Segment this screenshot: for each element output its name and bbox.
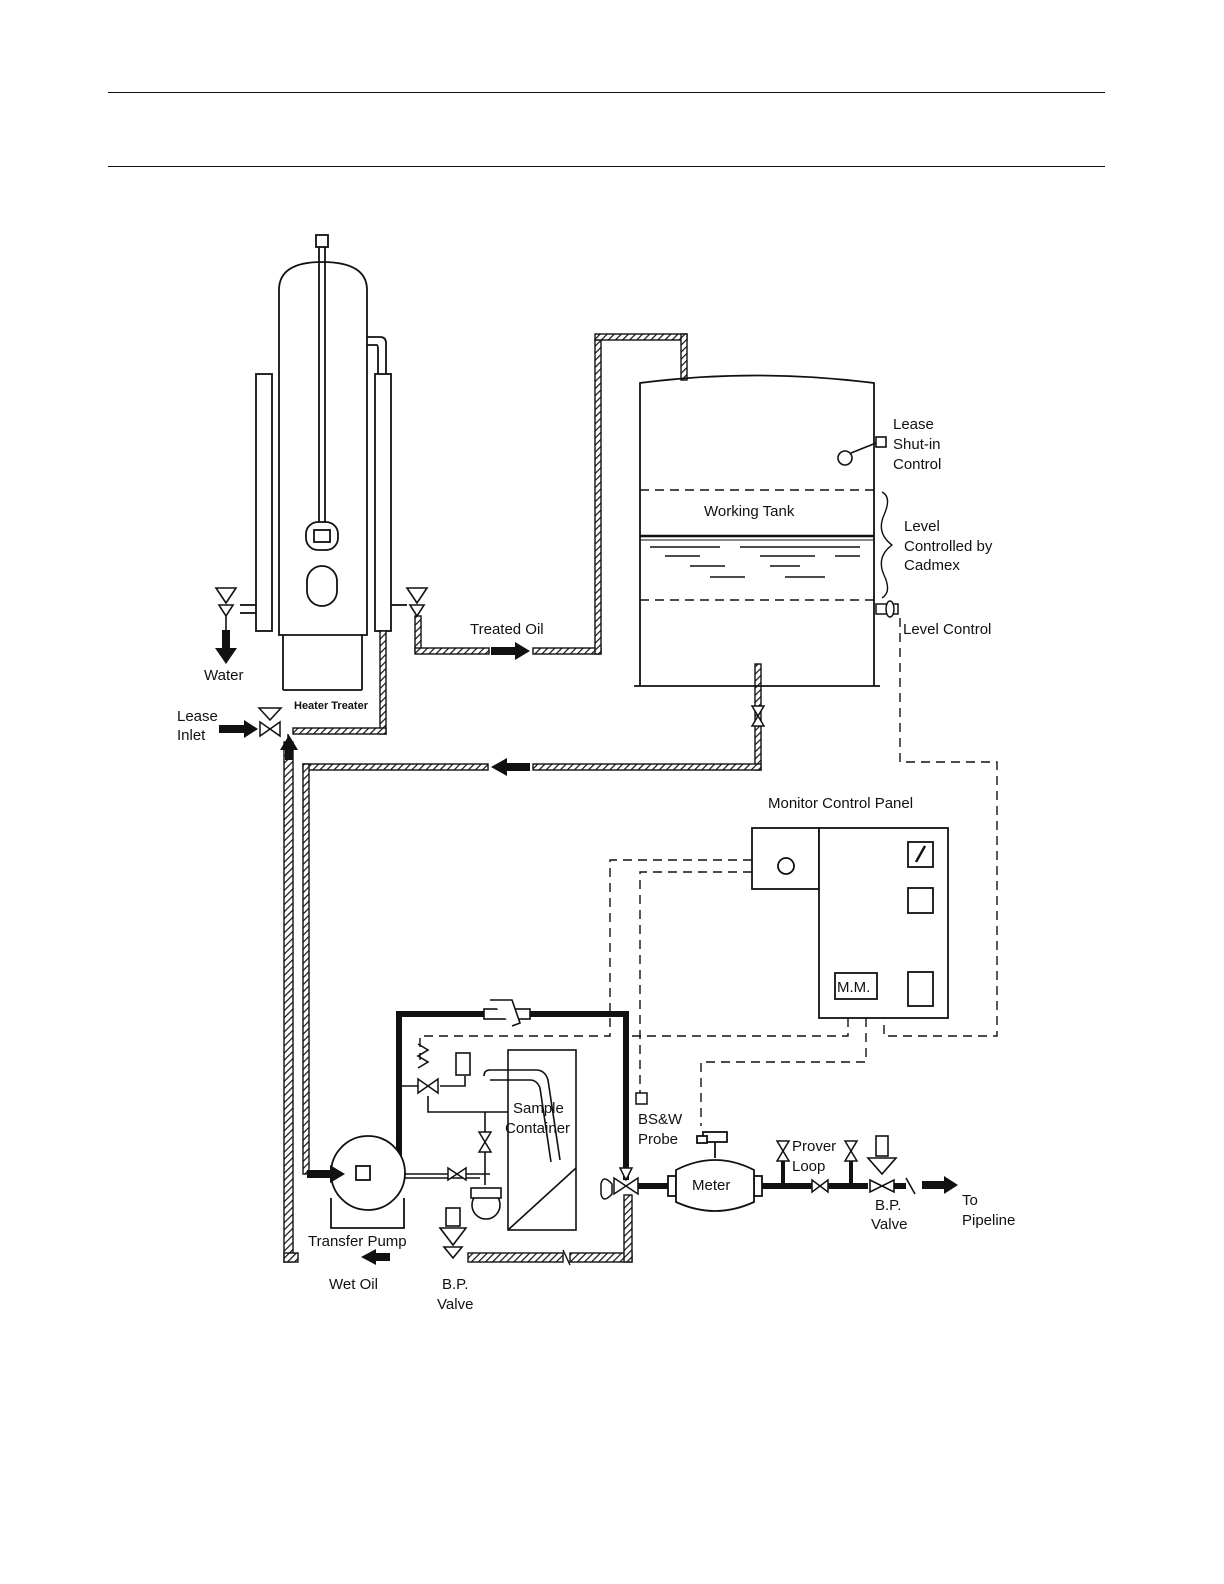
bsw-probe [636,1093,647,1104]
bp-valve-bottom [440,1208,466,1258]
label-lease-inlet-2: Inlet [177,727,206,744]
label-sample-2: Container [505,1120,570,1137]
meter [668,1132,762,1211]
treated-oil-outlet-valve [407,588,427,616]
label-mm: M.M. [837,979,870,996]
check-valve-top [484,1000,530,1026]
label-treated-oil: Treated Oil [470,621,544,638]
bp-valve-right [868,1136,915,1194]
line-break-mark [563,1250,570,1265]
working-tank [634,376,880,687]
label-level-control: Level Control [903,621,991,638]
label-level-1: Level [904,518,940,535]
sample-container [508,1050,576,1230]
label-to-pipeline-1: To [962,1192,978,1209]
lease-inlet-arrow [219,720,258,738]
label-heater-treater: Heater Treater [294,700,369,712]
water-outlet-arrow [215,630,237,664]
label-transfer-pump: Transfer Pump [308,1233,407,1250]
label-water: Water [204,667,243,684]
water-drain-valve [216,588,236,630]
label-to-pipeline-2: Pipeline [962,1212,1015,1229]
label-lease-shut-in-3: Control [893,456,941,473]
treated-oil-flow-arrow [491,642,530,660]
level-control-float [876,601,898,617]
label-prover-1: Prover [792,1138,836,1155]
lease-shut-in-control-switch [838,437,886,465]
label-lease-shut-in-2: Shut-in [893,436,941,453]
level-brace [881,492,892,598]
heater-treater [240,235,407,690]
label-lease-inlet-1: Lease [177,708,218,725]
sampler-control-valve [418,1079,438,1093]
inlet-riser-line [293,631,386,734]
label-bp-valve-bottom-2: Valve [437,1296,473,1313]
label-bsw-1: BS&W [638,1111,683,1128]
label-bp-valve-right-2: Valve [871,1216,907,1233]
label-working-tank: Working Tank [704,503,795,520]
wet-oil-flow-arrow [361,1249,390,1265]
sample-pump [471,1188,501,1219]
label-wet-oil: Wet Oil [329,1276,378,1293]
tank-drain-valve [752,706,764,726]
wet-oil-riser-arrow [280,735,298,760]
label-level-2: Controlled by [904,538,993,555]
label-level-3: Cadmex [904,557,960,574]
label-bp-valve-bottom-1: B.P. [442,1276,468,1293]
label-meter: Meter [692,1177,730,1194]
transfer-pump [331,1136,405,1228]
to-pipeline-arrow [922,1176,958,1194]
lease-inlet-valve [259,708,288,744]
label-sample-1: Sample [513,1100,564,1117]
label-monitor-control-panel: Monitor Control Panel [768,795,913,812]
tank-drain-flow-arrow [491,758,530,776]
label-bsw-2: Probe [638,1131,678,1148]
label-prover-2: Loop [792,1158,825,1175]
label-bp-valve-right-1: B.P. [875,1197,901,1214]
label-lease-shut-in-1: Lease [893,416,934,433]
